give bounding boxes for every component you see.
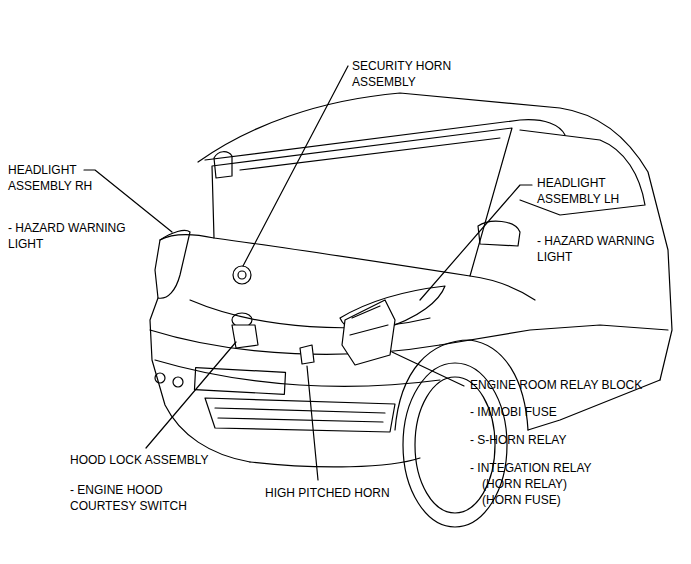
label-slot: - IMMOBI FUSE xyxy=(470,404,670,420)
part-label: HIGH PITCHED HORN xyxy=(265,485,465,501)
label-slot: HIGH PITCHED HORN xyxy=(265,485,465,501)
label-slot: SECURITY HORN ASSEMBLY xyxy=(352,58,462,90)
label-slot: HOOD LOCK ASSEMBLY xyxy=(70,452,270,468)
label-slot: - HAZARD WARNING LIGHT xyxy=(537,233,667,265)
part-label: - S-HORN RELAY xyxy=(470,432,670,448)
part-label: - IMMOBI FUSE xyxy=(470,404,670,420)
label-slot: - INTEGATION RELAY xyxy=(470,460,670,476)
part-label: - ENGINE HOOD COURTESY SWITCH xyxy=(70,482,220,514)
part-label: - INTEGATION RELAY xyxy=(470,460,670,476)
label-slot: - HAZARD WARNING LIGHT xyxy=(8,220,138,252)
part-label: (HORN FUSE) xyxy=(482,492,662,508)
part-label: - HAZARD WARNING LIGHT xyxy=(537,233,667,265)
part-label: HOOD LOCK ASSEMBLY xyxy=(70,452,270,468)
part-label: SECURITY HORN ASSEMBLY xyxy=(352,58,462,90)
label-slot: - ENGINE HOOD COURTESY SWITCH xyxy=(70,482,220,514)
label-slot: HEADLIGHT ASSEMBLY LH xyxy=(537,175,647,207)
part-label: - HAZARD WARNING LIGHT xyxy=(8,220,138,252)
label-slot: ENGINE ROOM RELAY BLOCK xyxy=(470,377,680,393)
label-slot: (HORN FUSE) xyxy=(482,492,662,508)
part-label: ENGINE ROOM RELAY BLOCK xyxy=(470,377,680,393)
label-slot: - S-HORN RELAY xyxy=(470,432,670,448)
label-slot: HEADLIGHT ASSEMBLY RH xyxy=(8,162,118,194)
part-label: (HORN RELAY) xyxy=(482,476,662,492)
label-slot: (HORN RELAY) xyxy=(482,476,662,492)
part-label: HEADLIGHT ASSEMBLY RH xyxy=(8,162,118,194)
part-label: HEADLIGHT ASSEMBLY LH xyxy=(537,175,647,207)
